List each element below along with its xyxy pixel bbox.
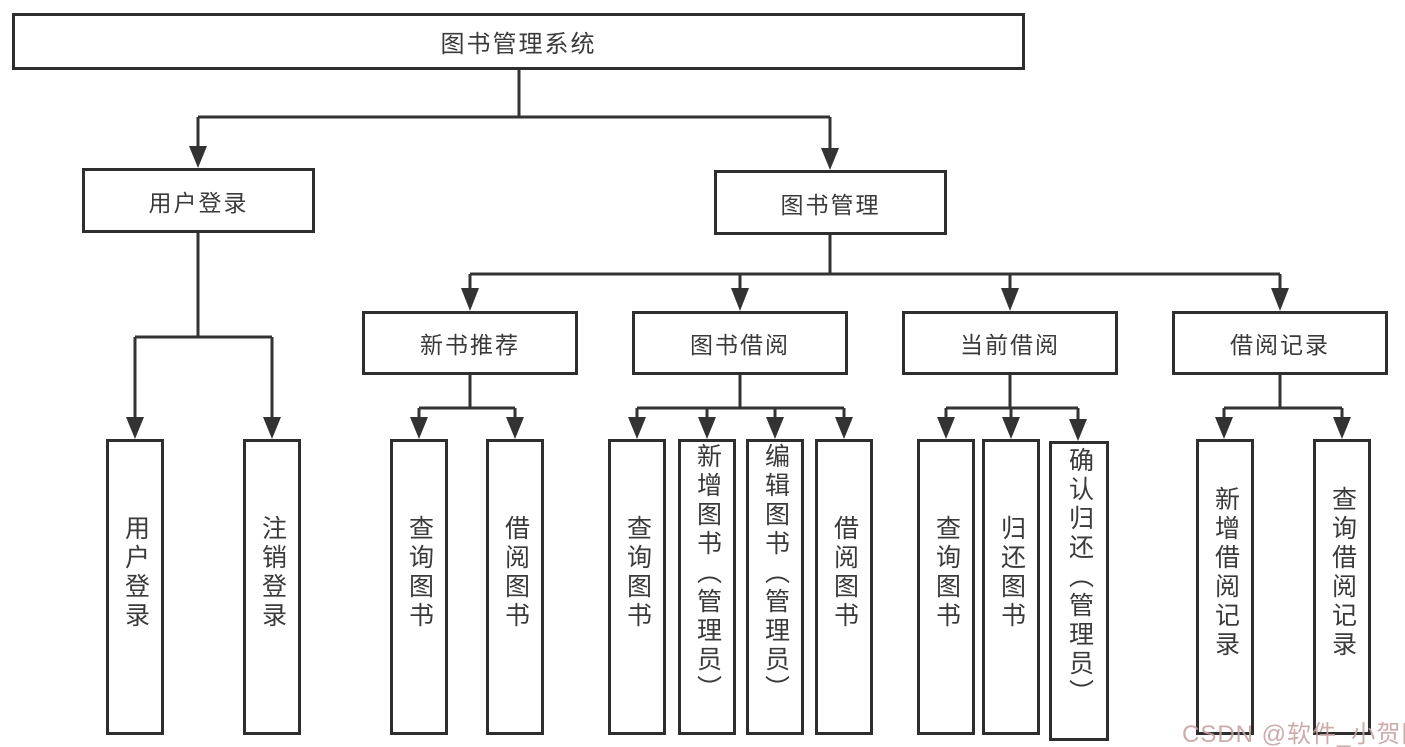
node-new-book-recommend: 新书推荐 (362, 311, 578, 375)
leaf-user-login: 用户登录 (106, 439, 164, 735)
leaf-query-borrow-record: 查询借阅记录 (1313, 439, 1371, 735)
leaf-query-book-3: 查询图书 (917, 439, 975, 735)
node-borrow-record: 借阅记录 (1172, 311, 1388, 375)
leaf-add-book-admin: 新增图书（管理员） (678, 439, 736, 735)
leaf-add-book-admin-label: 新增图书（管理员） (693, 442, 722, 704)
leaf-confirm-return-admin-label: 确认归还（管理员） (1065, 446, 1094, 708)
leaf-borrow-book-1: 借阅图书 (486, 439, 544, 735)
leaf-return-book: 归还图书 (982, 439, 1040, 735)
node-book-borrow: 图书借阅 (632, 311, 848, 375)
node-book-management-label: 图书管理 (780, 191, 881, 218)
leaf-add-borrow-record: 新增借阅记录 (1196, 439, 1254, 735)
node-user-login-label: 用户登录 (148, 189, 249, 216)
node-root-label: 图书管理系统 (440, 31, 597, 58)
node-root-system: 图书管理系统 (12, 13, 1025, 70)
node-current-borrow-label: 当前借阅 (960, 332, 1060, 358)
node-user-login: 用户登录 (82, 168, 315, 233)
node-book-borrow-label: 图书借阅 (690, 332, 790, 358)
csdn-watermark: CSDN @软件_小贺同学 (1182, 721, 1405, 747)
leaf-query-borrow-record-label: 查询借阅记录 (1328, 486, 1357, 660)
leaf-edit-book-admin: 编辑图书（管理员） (746, 439, 804, 735)
leaf-return-book-label: 归还图书 (997, 515, 1026, 631)
leaf-borrow-book-2-label: 借阅图书 (830, 515, 859, 631)
leaf-edit-book-admin-label: 编辑图书（管理员） (761, 442, 790, 704)
node-borrow-record-label: 借阅记录 (1230, 332, 1330, 358)
leaf-borrow-book-1-label: 借阅图书 (501, 515, 530, 631)
node-new-book-recommend-label: 新书推荐 (420, 332, 520, 358)
connector-stems (133, 70, 1344, 419)
leaf-confirm-return-admin: 确认归还（管理员） (1049, 441, 1109, 741)
leaf-query-book-3-label: 查询图书 (932, 515, 961, 631)
leaf-borrow-book-2: 借阅图书 (815, 439, 873, 735)
leaf-add-borrow-record-label: 新增借阅记录 (1211, 486, 1240, 660)
node-book-management: 图书管理 (714, 170, 947, 235)
leaf-query-book-2-label: 查询图书 (623, 515, 652, 631)
leaf-query-book-2: 查询图书 (608, 439, 666, 735)
leaf-user-login-label: 用户登录 (121, 515, 150, 631)
leaf-query-book-1: 查询图书 (390, 439, 448, 735)
node-current-borrow: 当前借阅 (902, 311, 1118, 375)
leaf-query-book-1-label: 查询图书 (405, 515, 434, 631)
leaf-logout: 注销登录 (243, 439, 301, 735)
leaf-logout-label: 注销登录 (258, 515, 287, 631)
connector-arrowheads (126, 146, 1351, 441)
